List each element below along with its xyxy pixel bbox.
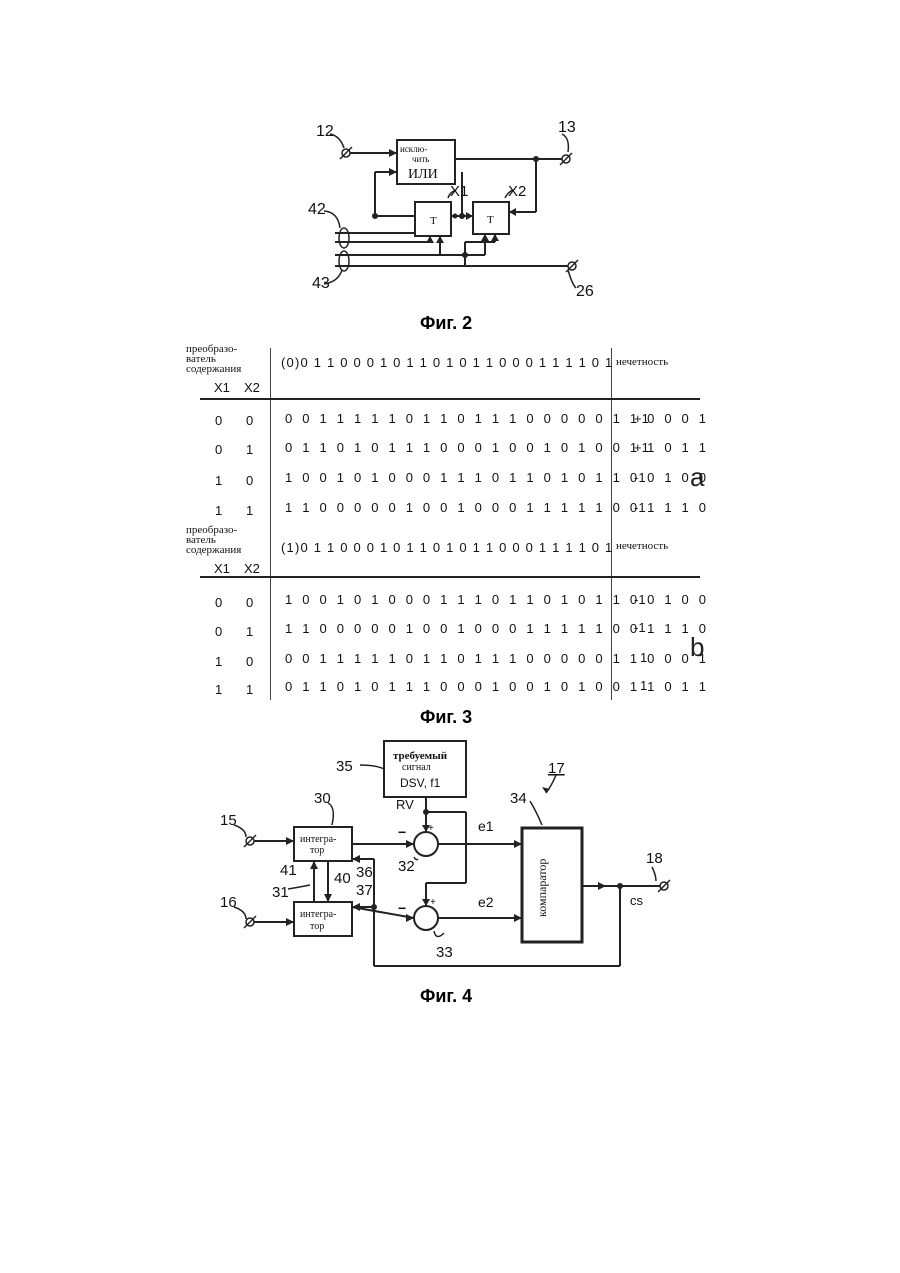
- fig3-rule-a: [200, 398, 700, 400]
- fig3a-r0-x2: 0: [246, 413, 253, 428]
- fig4-ref-32: 32: [398, 858, 415, 875]
- fig3b-r0-bits: 1 0 0 1 0 1 0 0 0 1 1 1 0 1 1 0 1 0 1 1 …: [285, 592, 709, 607]
- fig3b-col-x1: X1: [214, 561, 230, 576]
- fig3b-r2-x1: 1: [215, 654, 222, 669]
- fig3a-col-x1: X1: [214, 380, 230, 395]
- fig3a-r0-parity: +1: [634, 411, 649, 426]
- fig4-ref-37: 37: [356, 882, 373, 899]
- fig3a-r3-x2: 1: [246, 503, 253, 518]
- svg-text:+: +: [428, 823, 434, 834]
- fig3b-parity-label: нечетность: [616, 541, 668, 551]
- fig3b-r1-bits: 1 1 0 0 0 0 0 1 0 0 1 0 0 0 1 1 1 1 1 0 …: [285, 621, 709, 636]
- fig4-ref-34: 34: [510, 790, 527, 807]
- fig4-e1: e1: [478, 818, 494, 834]
- fig3b-r2-x2: 0: [246, 654, 253, 669]
- fig3b-r3-parity: 1: [640, 678, 647, 693]
- fig2-diagram: исклю- чить ИЛИ T T 12 13 42 43 26 X1 X2: [300, 112, 600, 302]
- fig3a-r1-parity: +1: [634, 440, 649, 455]
- fig2-ref-12: 12: [316, 123, 334, 140]
- fig3a-parity-label: нечетность: [616, 357, 668, 367]
- fig3b-r3-x2: 1: [246, 682, 253, 697]
- fig4-req-l3: DSV, f1: [400, 776, 441, 790]
- fig4-ref-35: 35: [336, 758, 353, 775]
- fig4-ref-36: 36: [356, 864, 373, 881]
- fig3a-r2-x2: 0: [246, 473, 253, 488]
- fig3a-r2-parity: -1: [634, 470, 646, 485]
- fig3b-r1-parity: -1: [634, 620, 646, 635]
- fig3b-r3-x1: 1: [215, 682, 222, 697]
- fig2-ref-26: 26: [576, 283, 594, 300]
- fig3a-sequence: (0)0 1 1 0 0 0 1 0 1 1 0 1 0 1 1 0 0 0 1…: [281, 355, 613, 370]
- fig2-caption: Фиг. 2: [420, 313, 472, 334]
- fig3a-r3-parity: -1: [634, 500, 646, 515]
- svg-text:+: +: [430, 897, 436, 908]
- fig4-ref-33: 33: [436, 944, 453, 961]
- fig4-ref-41: 41: [280, 862, 297, 879]
- fig2-ref-42: 42: [308, 201, 326, 218]
- fig4-ref-16: 16: [220, 894, 237, 911]
- svg-text:−: −: [398, 824, 406, 840]
- fig4-ref-31: 31: [272, 884, 289, 901]
- fig4-req-l1: требуемый: [393, 750, 448, 762]
- fig4-cs: cs: [630, 893, 644, 908]
- fig4-comparator-label: компаратор: [535, 859, 549, 917]
- fig4-caption: Фиг. 4: [420, 986, 472, 1007]
- fig3a-r3-x1: 1: [215, 503, 222, 518]
- fig2-ref-x1: X1: [450, 183, 468, 200]
- fig3b-r1-x2: 1: [246, 624, 253, 639]
- fig2-ref-13: 13: [558, 119, 576, 136]
- fig4-rv: RV: [396, 797, 414, 812]
- fig3a-r1-x1: 0: [215, 442, 222, 457]
- fig3-rule-b: [200, 576, 700, 578]
- fig3a-r3-bits: 1 1 0 0 0 0 0 1 0 0 1 0 0 0 1 1 1 1 1 0 …: [285, 500, 709, 515]
- fig2-ff2-label: T: [487, 214, 494, 226]
- fig3a-r0-x1: 0: [215, 413, 222, 428]
- fig2-ref-x2: X2: [508, 183, 526, 200]
- fig2-ff1-label: T: [430, 215, 437, 227]
- fig3a-r1-x2: 1: [246, 442, 253, 457]
- fig4-req-l2: сигнал: [402, 762, 431, 773]
- fig4-ref-18: 18: [646, 850, 663, 867]
- fig3-caption: Фиг. 3: [420, 707, 472, 728]
- fig2-ref-43: 43: [312, 275, 330, 292]
- fig3b-r0-x1: 0: [215, 595, 222, 610]
- fig4-int30-l2: тор: [310, 845, 324, 856]
- fig4-e2: e2: [478, 894, 494, 910]
- fig3b-header-l3: содержания: [186, 545, 241, 555]
- fig4-diagram: требуемый сигнал DSV, f1 интегра- тор ин…: [210, 735, 700, 980]
- fig3b-r0-parity: -1: [634, 592, 646, 607]
- fig4-int30-l1: интегра-: [300, 834, 336, 845]
- fig3b-r2-parity: 1: [640, 650, 647, 665]
- fig3a-r2-x1: 1: [215, 473, 222, 488]
- fig3a-col-x2: X2: [244, 380, 260, 395]
- fig4-int31-l2: тор: [310, 921, 324, 932]
- fig4-ref-15: 15: [220, 812, 237, 829]
- fig3-divider-left: [270, 348, 271, 700]
- fig3b-r0-x2: 0: [246, 595, 253, 610]
- fig3b-r1-x1: 0: [215, 624, 222, 639]
- fig2-xor-label-bot: ИЛИ: [408, 167, 438, 182]
- fig4-ref-30: 30: [314, 790, 331, 807]
- fig2-xor-label-mid: чить: [412, 154, 429, 164]
- svg-text:−: −: [398, 900, 406, 916]
- fig3b-col-x2: X2: [244, 561, 260, 576]
- fig3-divider-right: [611, 348, 612, 700]
- fig4-int31-l1: интегра-: [300, 909, 336, 920]
- fig4-ref-17: 17: [548, 760, 565, 777]
- fig3a-header-l3: содержания: [186, 364, 241, 374]
- fig3a-r2-bits: 1 0 0 1 0 1 0 0 0 1 1 1 0 1 1 0 1 0 1 1 …: [285, 470, 709, 485]
- fig3b-sequence: (1)0 1 1 0 0 0 1 0 1 1 0 1 0 1 1 0 0 0 1…: [281, 540, 613, 555]
- fig4-ref-40: 40: [334, 870, 351, 887]
- fig2-xor-label-top: исклю-: [400, 144, 427, 154]
